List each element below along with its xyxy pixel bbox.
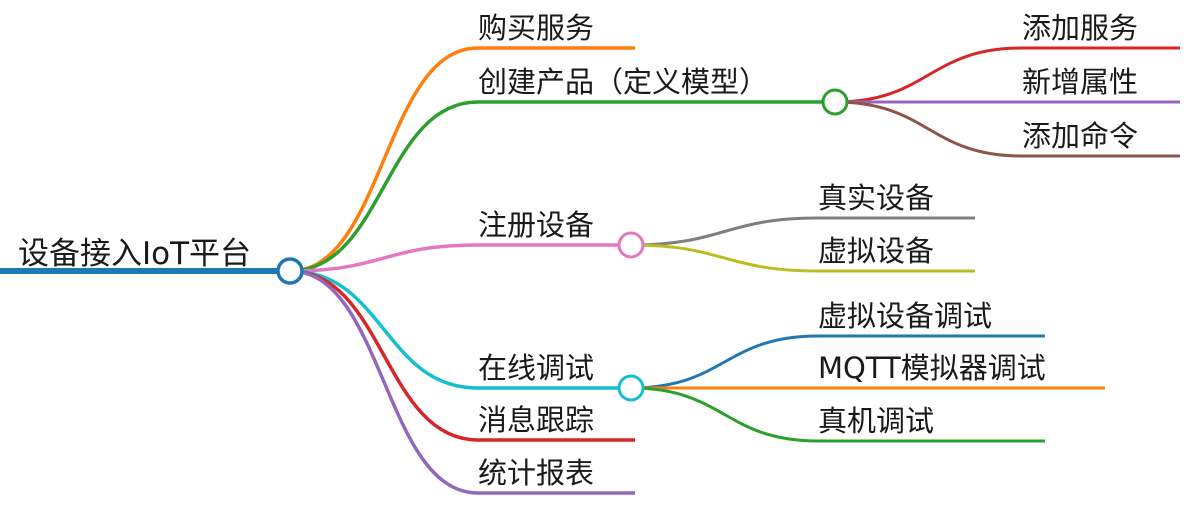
branch-6-label[interactable]: 统计报表 xyxy=(478,456,594,490)
branch-4-collapse-node[interactable] xyxy=(617,374,645,402)
nodes-layer xyxy=(276,88,849,402)
branch-2-collapse-node[interactable] xyxy=(821,88,849,116)
branch-2-connector xyxy=(289,100,835,273)
subtopic-2-1-label[interactable]: 添加服务 xyxy=(1022,11,1138,45)
subtopic-4-1-connector xyxy=(630,334,1045,390)
subtopic-4-1-label[interactable]: 虚拟设备调试 xyxy=(818,299,992,333)
edges-layer xyxy=(0,46,1180,495)
subtopic-3-1-connector xyxy=(630,216,975,247)
branch-6-connector xyxy=(289,269,635,495)
subtopic-2-2-label[interactable]: 新增属性 xyxy=(1022,65,1138,99)
branch-4-label[interactable]: 在线调试 xyxy=(478,351,594,385)
branch-2-label[interactable]: 创建产品（定义模型） xyxy=(478,65,768,99)
branch-4-connector xyxy=(289,269,631,390)
branch-5-label[interactable]: 消息跟踪 xyxy=(478,403,594,437)
subtopic-3-2-label[interactable]: 虚拟设备 xyxy=(818,234,934,268)
subtopic-4-2-label[interactable]: MQTT模拟器调试 xyxy=(818,351,1046,385)
root-topic-label: 设备接入IoT平台 xyxy=(18,236,251,272)
root-collapse-node[interactable] xyxy=(276,257,304,285)
subtopic-3-1-label[interactable]: 真实设备 xyxy=(818,181,934,215)
labels-layer: 设备接入IoT平台购买服务创建产品（定义模型）添加服务新增属性添加命令注册设备真… xyxy=(18,11,1138,490)
subtopic-3-2-connector xyxy=(630,243,975,273)
subtopic-4-3-connector xyxy=(630,386,1045,443)
branch-3-connector xyxy=(289,243,631,273)
branch-1-label[interactable]: 购买服务 xyxy=(478,11,594,45)
branch-5-connector xyxy=(289,269,635,442)
subtopic-2-3-connector xyxy=(834,100,1180,158)
subtopic-4-3-label[interactable]: 真机调试 xyxy=(818,404,934,438)
branch-1-connector xyxy=(289,46,635,273)
subtopic-2-3-label[interactable]: 添加命令 xyxy=(1022,119,1138,153)
subtopic-2-1-connector xyxy=(834,46,1180,104)
branch-3-label[interactable]: 注册设备 xyxy=(478,208,594,242)
branch-3-collapse-node[interactable] xyxy=(617,231,645,259)
